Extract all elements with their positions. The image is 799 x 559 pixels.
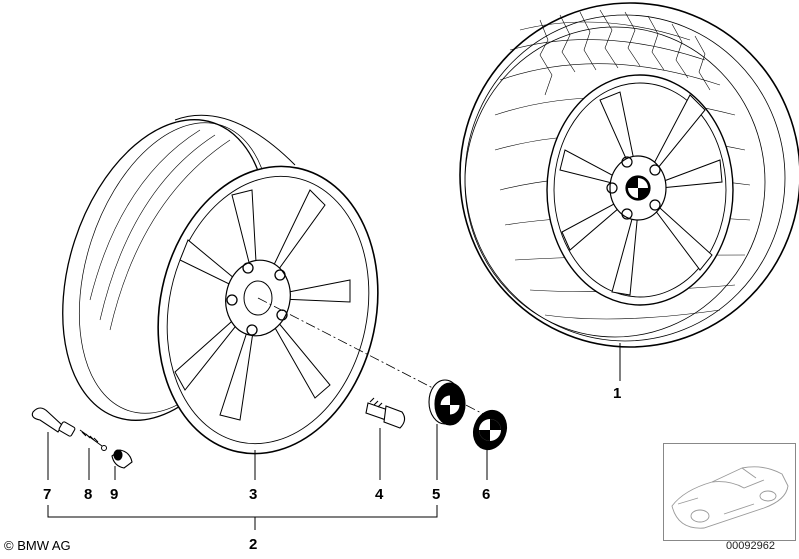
image-number: 00092962 — [726, 540, 775, 552]
callout-6: 6 — [482, 486, 490, 503]
hub-cap — [428, 379, 466, 426]
callout-9: 9 — [110, 486, 118, 503]
callout-7: 7 — [43, 486, 51, 503]
vehicle-thumbnail — [663, 443, 796, 541]
valve-cap — [111, 449, 133, 469]
emblem — [472, 409, 508, 451]
complete-wheel-with-tire — [459, 2, 799, 348]
callout-3: 3 — [249, 486, 257, 503]
leader-lines — [47, 343, 621, 530]
callout-4: 4 — [375, 486, 384, 503]
car-thumbnail-icon — [671, 466, 789, 529]
callout-2: 2 — [249, 536, 257, 553]
callout-1: 1 — [613, 385, 621, 402]
light-alloy-rim — [62, 114, 379, 455]
callout-8: 8 — [84, 486, 92, 503]
tire-valve — [31, 407, 76, 437]
callout-5: 5 — [432, 486, 440, 503]
wheel-bolt — [365, 397, 406, 429]
copyright-text: © BMW AG — [4, 538, 71, 553]
valve-core — [79, 429, 107, 451]
bmw-roundel-icon — [625, 175, 651, 201]
